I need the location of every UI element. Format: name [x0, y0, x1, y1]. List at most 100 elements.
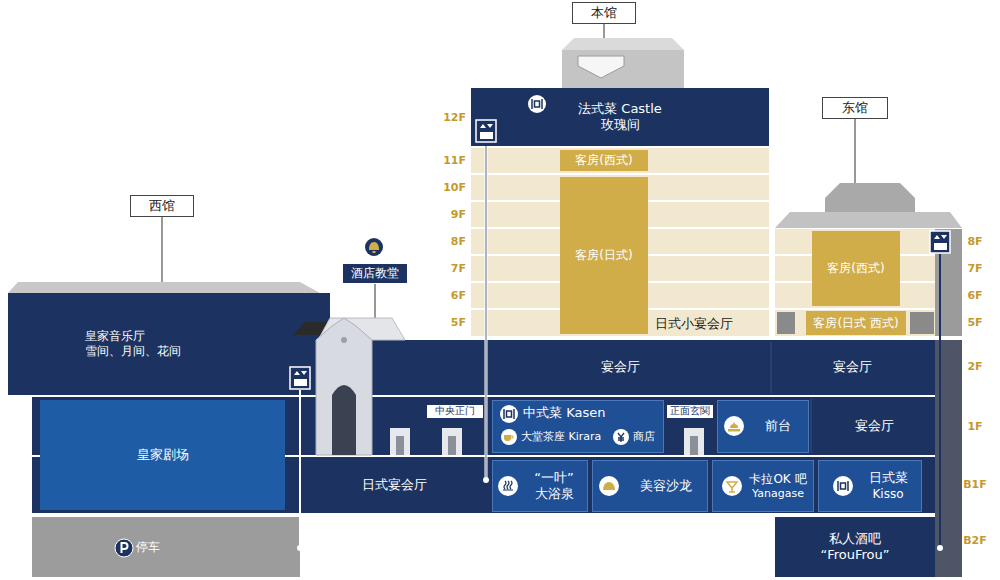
elevator-stop [937, 545, 943, 551]
chapel-arch [332, 385, 356, 455]
roof [775, 212, 962, 228]
wall-block [777, 312, 795, 334]
node-label: 中央正门 [435, 405, 475, 418]
wall-block [910, 312, 934, 334]
node-label: 美容沙龙 [640, 478, 692, 494]
facility-box: 卡拉OK 吧Yanagase [712, 460, 814, 512]
hall-area: 宴会厅 [815, 400, 933, 453]
divider [771, 342, 772, 393]
chapel-tower [316, 318, 372, 455]
chapel-window [341, 337, 347, 343]
bath-icon [498, 476, 518, 496]
node-label: 法式菜 Castle [578, 101, 662, 117]
door [448, 436, 456, 455]
hall-area: 日式宴会厅 [306, 460, 482, 510]
node-label: 停车 [136, 540, 160, 555]
node-label: 玫瑰间 [601, 117, 640, 133]
elevator-shaft [299, 390, 301, 548]
node-label: 日式宴会厅 [362, 477, 427, 493]
floor-number: 1F [967, 420, 982, 433]
roof [8, 282, 320, 293]
bar-area: 私人酒吧 “FrouFrou” [777, 519, 933, 575]
node-label: “一叶” 大浴泉 [527, 470, 581, 503]
room-label: 日式小宴会厅 [655, 315, 733, 333]
chapel-bell-icon [365, 238, 383, 256]
entrance-tag: 正面玄関 [666, 404, 714, 419]
node-label: 私人酒吧 “FrouFrou” [809, 531, 901, 564]
text-slot: 大堂茶座 Kirara [521, 430, 601, 444]
salon-icon [599, 476, 619, 496]
node-label: 商店 [633, 430, 655, 444]
elevator-stop [483, 477, 489, 483]
floor-number: 7F [451, 262, 466, 275]
facility-box: “一叶” 大浴泉 [492, 460, 588, 512]
leader-line [604, 24, 605, 38]
floor-number: 6F [451, 289, 466, 302]
building-tag: 西馆 [130, 195, 194, 217]
room-block: 客房(西式) [812, 231, 900, 306]
node-label: 客房(日式) [575, 248, 632, 263]
b2f-east [775, 517, 935, 577]
building-tag: 东馆 [822, 97, 888, 119]
elevator-icon [476, 120, 496, 142]
floor-number: 12F [443, 111, 466, 124]
floor-band [471, 148, 769, 173]
node-label: 雪间、月间、花间 [85, 344, 181, 359]
hall-area: 宴会厅 [775, 342, 930, 392]
node-label: 中式菜 Kasen [523, 405, 605, 421]
roof [562, 50, 684, 88]
node-label: 东馆 [842, 100, 868, 116]
parking-icon [115, 539, 133, 557]
chapel-tag: 酒店教堂 [342, 263, 408, 284]
node-label: 皇家剧场 [137, 447, 189, 463]
door [442, 428, 462, 455]
door [390, 428, 410, 455]
facility-box: 美容沙龙 [592, 460, 708, 512]
elevator-shaft [485, 143, 488, 480]
facility-box: 前台 [717, 400, 809, 453]
facility-box: 日式菜Kisso [818, 460, 922, 512]
floor-number: 6F [967, 289, 982, 302]
elevator-icon [930, 231, 950, 253]
node-label: 宴会厅 [833, 359, 872, 375]
building-tag: 本馆 [572, 2, 636, 24]
node-label: 西馆 [149, 198, 175, 214]
restaurant-icon [833, 476, 853, 496]
hall-area: 皇家音乐厅雪间、月间、花间 [8, 296, 298, 391]
shop-icon [613, 429, 629, 445]
floor-number: B1F [963, 478, 987, 491]
parking-floor [32, 517, 300, 577]
restaurant-icon [528, 95, 546, 113]
floor-number: 10F [443, 181, 466, 194]
west-building [8, 293, 330, 395]
restaurant-floor: 法式菜 Castle玫瑰间 [471, 88, 769, 146]
node-label: 客房(日式 西式) [813, 316, 898, 331]
entrance-tag: 中央正门 [426, 404, 484, 419]
karaoke-icon [722, 476, 742, 496]
floor-number: B2F [963, 534, 987, 547]
floor-number: 2F [967, 360, 982, 373]
hall-area: 宴会厅 [540, 342, 700, 392]
node-label: 大堂茶座 Kirara [521, 430, 601, 444]
leader-line [162, 217, 163, 282]
floor-band [775, 310, 935, 336]
floor-number: 11F [443, 154, 466, 167]
room-block: 客房(日式) [560, 177, 648, 334]
floor-number: 8F [451, 235, 466, 248]
text-slot: 中式菜 Kasen [523, 405, 605, 421]
leader-line [375, 284, 376, 320]
node-label: Kisso [872, 487, 903, 502]
door [690, 436, 698, 455]
theater-box: 皇家剧场 [40, 400, 285, 510]
tea-icon [501, 429, 517, 445]
node-label: 本馆 [591, 5, 617, 21]
floor-number: 7F [967, 262, 982, 275]
door [396, 436, 404, 455]
floor-number: 9F [451, 208, 466, 221]
floor-2f [330, 340, 935, 395]
elevator-icon [290, 367, 310, 389]
node-label: 皇家音乐厅 [85, 329, 145, 344]
